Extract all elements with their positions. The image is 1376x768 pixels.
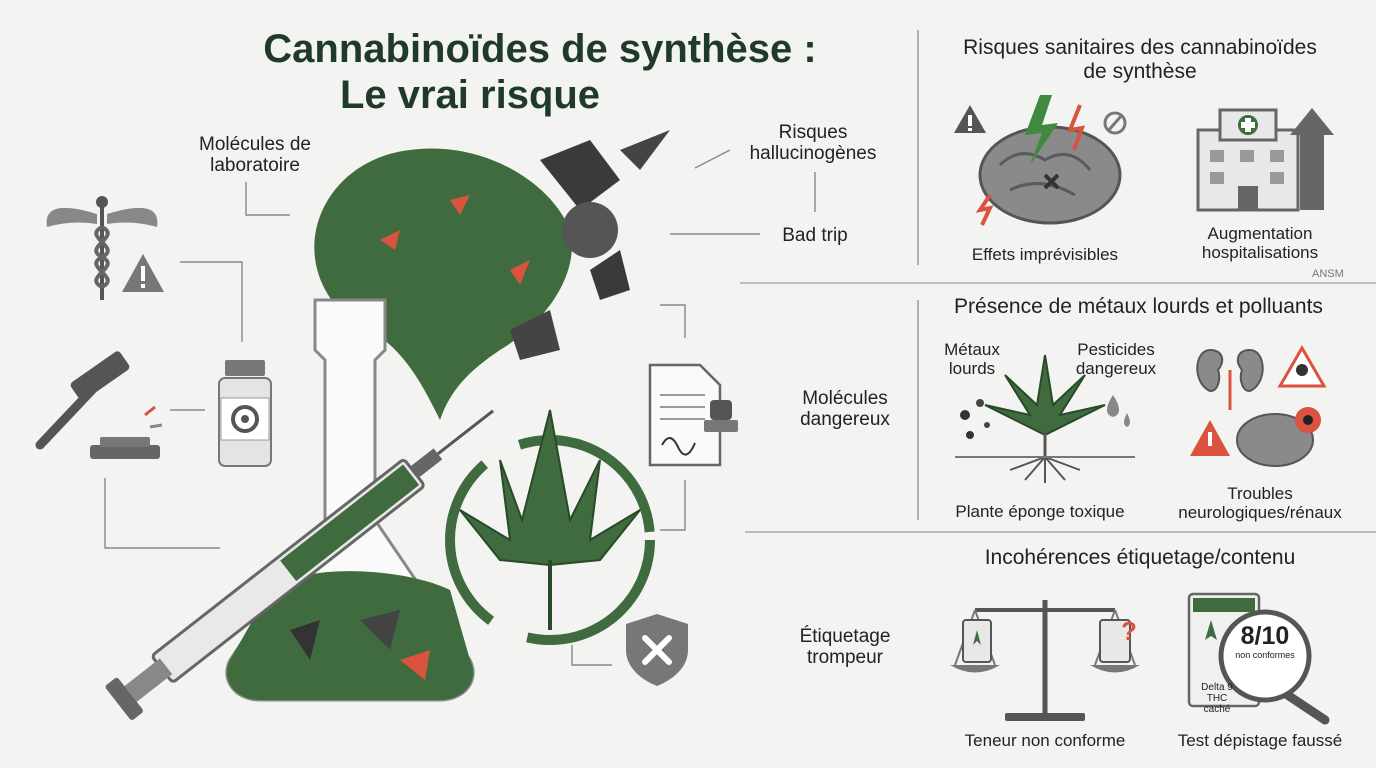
- section1-item2-label: Augmentation hospitalisations: [1201, 224, 1319, 263]
- biohazard-bottle-icon: [218, 360, 272, 467]
- label-dangerous-molecules: Molécules dangereux: [800, 388, 890, 431]
- svg-text:?: ?: [1121, 616, 1137, 646]
- label-misleading-labeling: Étiquetage trompeur: [799, 626, 891, 669]
- metals-label: Métaux lourds: [944, 340, 1000, 379]
- section3-item2-label: Test dépistage faussé: [1177, 731, 1343, 750]
- page-title: Cannabinoïdes de synthèse : Le vrai risq…: [200, 26, 880, 118]
- source-label: ANSM: [1312, 268, 1344, 280]
- gavel-icon: [35, 351, 163, 459]
- section2-header: Présence de métaux lourds et polluants: [954, 295, 1323, 318]
- warning-icon: [122, 254, 164, 292]
- flask-syringe-illustration: [105, 130, 670, 720]
- label-bad-trip: Bad trip: [782, 225, 848, 246]
- test-magnifier-icon: [1187, 592, 1330, 725]
- stat-subtitle: non conformes: [1235, 650, 1295, 660]
- brain-lightning-icon: [954, 95, 1127, 226]
- stat-value: 8/10: [1240, 622, 1290, 650]
- scale-icon: ?: [950, 600, 1140, 721]
- label-lab-molecules: Molécules de laboratoire: [199, 134, 311, 177]
- toxic-plant-icon: [955, 354, 1135, 483]
- section2-item2-label: Troubles neurologiques/rénaux: [1178, 484, 1342, 523]
- shield-x-icon: [626, 614, 688, 686]
- section1-header: Risques sanitaires des cannabinoïdes de …: [963, 36, 1317, 83]
- caduceus-icon: [46, 196, 158, 300]
- section2-item1-label: Plante éponge toxique: [955, 502, 1125, 521]
- title-line-1: Cannabinoïdes de synthèse :: [263, 27, 817, 71]
- hidden-thc-label: Delta 9 THC caché: [1201, 682, 1233, 716]
- document-stamp-icon: [648, 363, 738, 467]
- section3-header: Incohérences étiquetage/contenu: [984, 546, 1296, 569]
- section3-item1-label: Teneur non conforme: [964, 731, 1126, 750]
- hospital-arrow-icon: [1196, 108, 1334, 212]
- organ-warning-icons: [1190, 345, 1327, 467]
- section1-item1-label: Effets imprévisibles: [971, 245, 1119, 264]
- pesticides-label: Pesticides dangereux: [1075, 340, 1157, 379]
- label-hallucinogenic: Risques hallucinogènes: [749, 122, 877, 165]
- title-line-2: Le vrai risque: [339, 73, 601, 117]
